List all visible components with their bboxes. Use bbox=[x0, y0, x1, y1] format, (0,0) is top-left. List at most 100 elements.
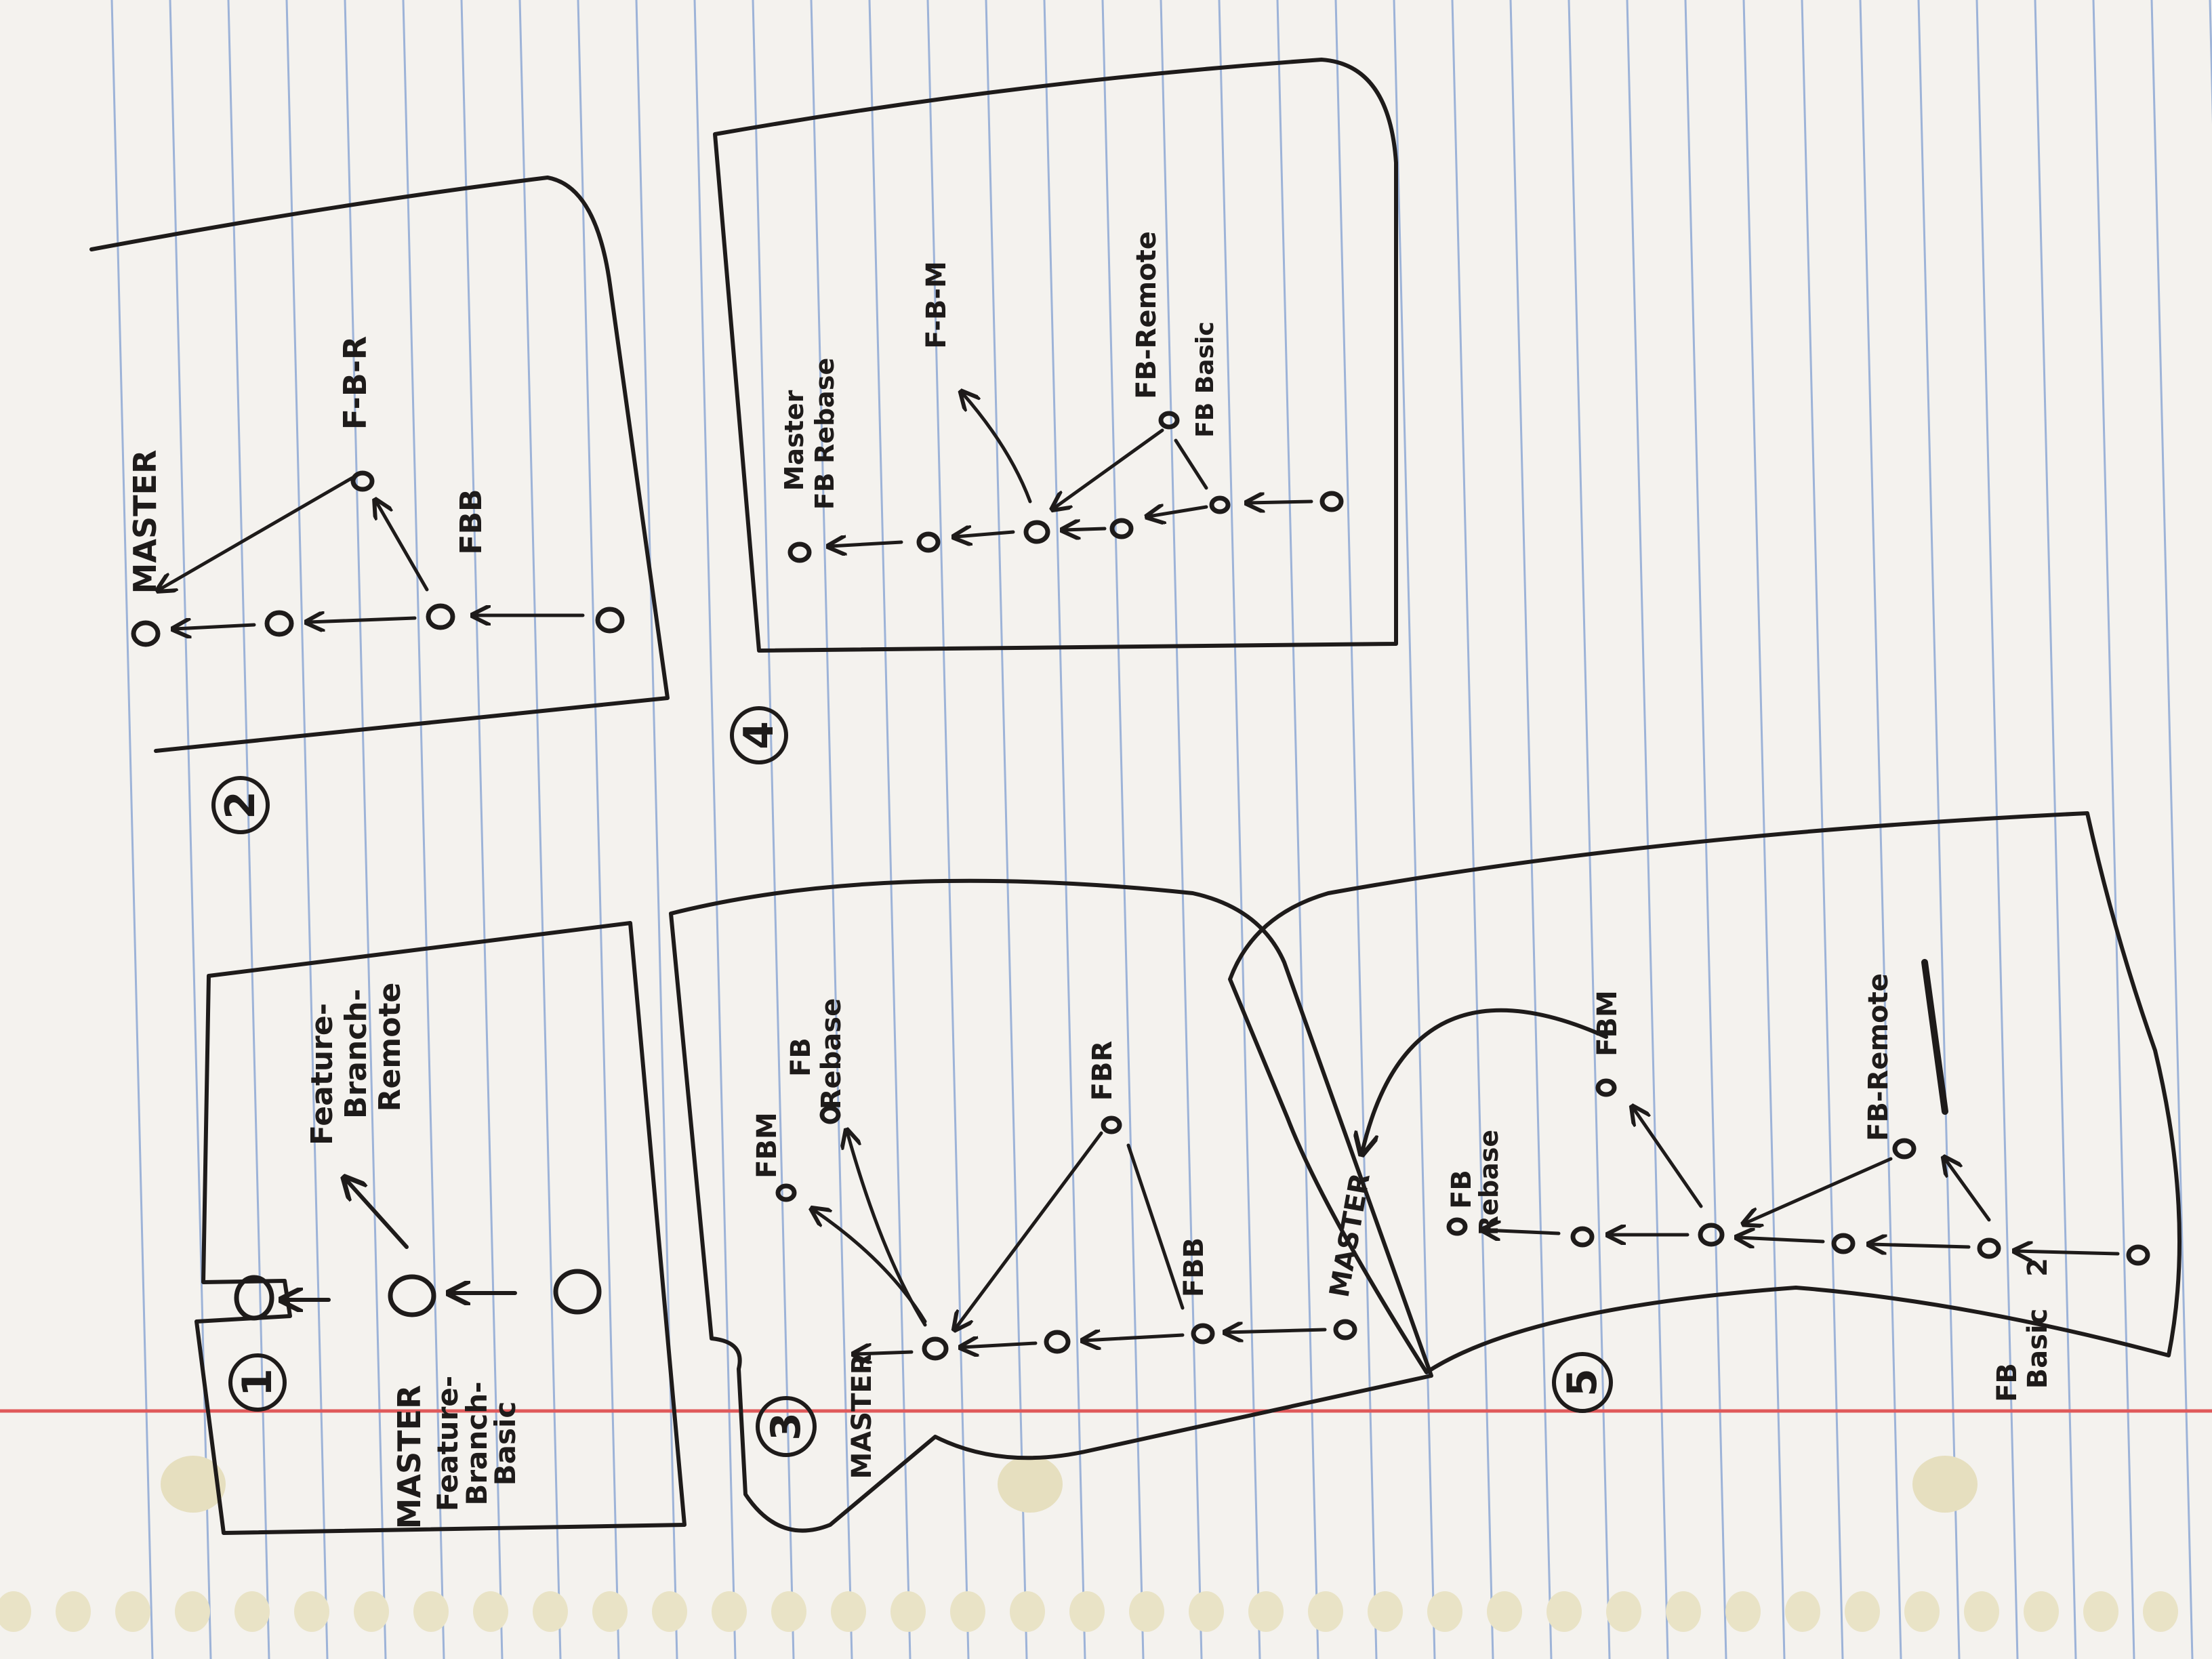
commit-arrow bbox=[308, 618, 417, 622]
label-fb-basic-2: Basic bbox=[2022, 1309, 2053, 1389]
commit-node bbox=[1977, 1237, 2001, 1259]
ruled-line bbox=[402, 0, 445, 1659]
commit-node bbox=[1209, 495, 1231, 514]
ruled-line bbox=[344, 0, 387, 1659]
ruled-line bbox=[1684, 0, 1727, 1659]
ruled-line bbox=[1101, 0, 1145, 1659]
commit-node bbox=[1595, 1078, 1617, 1097]
label-fb-rebase: FB Rebase bbox=[810, 358, 840, 510]
edge-hole bbox=[1069, 1591, 1105, 1632]
edge-hole bbox=[831, 1591, 866, 1632]
edge-hole bbox=[1785, 1591, 1820, 1632]
commit-node bbox=[595, 607, 625, 634]
commit-arrow bbox=[2016, 1251, 2120, 1254]
binder-hole bbox=[998, 1456, 1063, 1513]
edge-hole bbox=[1487, 1591, 1522, 1632]
edge-hole bbox=[652, 1591, 687, 1632]
edge-hole bbox=[1904, 1591, 1940, 1632]
ruled-line bbox=[285, 0, 329, 1659]
edge-hole bbox=[1129, 1591, 1164, 1632]
diagram-4: 4 Master FB Rebase F-B-M FB-Remote FB Ba… bbox=[713, 58, 1398, 764]
commit-node bbox=[916, 531, 941, 553]
edge-hole bbox=[1845, 1591, 1880, 1632]
merge-arrow bbox=[1054, 428, 1164, 508]
commit-arrow bbox=[1484, 1230, 1561, 1233]
ruled-line bbox=[1917, 0, 1961, 1659]
commit-node bbox=[131, 620, 161, 647]
ruled-line bbox=[1276, 0, 1319, 1659]
diagram-5-frame bbox=[1228, 811, 2182, 1374]
commit-node bbox=[2126, 1244, 2150, 1266]
label-feature-branch-remote-2: Branch- bbox=[339, 989, 373, 1119]
commit-node bbox=[1191, 1323, 1215, 1345]
branch-line bbox=[1174, 438, 1208, 490]
ruled-line bbox=[110, 0, 154, 1659]
label-fbb: FBB bbox=[454, 489, 489, 554]
label-master: MASTER bbox=[127, 450, 163, 594]
commit-node bbox=[819, 1105, 841, 1124]
label-fb-basic-3: 2 bbox=[2022, 1258, 2053, 1277]
label-master: Master bbox=[779, 390, 809, 491]
edge-hole bbox=[1308, 1591, 1343, 1632]
merge-arrow-curve bbox=[1362, 1008, 1608, 1152]
edge-hole bbox=[1248, 1591, 1284, 1632]
branch-arrow bbox=[376, 501, 429, 592]
ruled-line bbox=[1218, 0, 1261, 1659]
commit-node bbox=[1023, 520, 1050, 544]
edge-hole bbox=[592, 1591, 628, 1632]
label-fbr: F-B-R bbox=[337, 336, 373, 430]
edge-hole bbox=[1547, 1591, 1582, 1632]
binder-hole bbox=[1912, 1456, 1978, 1513]
commit-node bbox=[426, 603, 455, 630]
commit-arrow bbox=[1870, 1244, 1971, 1247]
diagram-1-number: 1 bbox=[234, 1368, 281, 1397]
merge-arrow bbox=[956, 1131, 1103, 1328]
edge-hole bbox=[115, 1591, 150, 1632]
diagram-1-number-circle bbox=[228, 1353, 287, 1412]
commit-node bbox=[388, 1274, 436, 1317]
commit-arrow bbox=[175, 625, 256, 629]
branch-arrow bbox=[1945, 1159, 1991, 1222]
commit-node bbox=[922, 1336, 949, 1361]
edge-hole bbox=[712, 1591, 747, 1632]
branch-arrow bbox=[346, 1179, 409, 1249]
commit-node bbox=[787, 541, 812, 563]
label-feature-branch-basic-2: Branch- bbox=[460, 1381, 493, 1505]
commit-node bbox=[553, 1269, 602, 1315]
ruled-line bbox=[1568, 0, 1611, 1659]
edge-hole bbox=[771, 1591, 806, 1632]
ruled-line bbox=[926, 0, 970, 1659]
edge-hole bbox=[473, 1591, 508, 1632]
label-fb-basic: FB Basic bbox=[1191, 321, 1219, 437]
ruled-line bbox=[752, 0, 795, 1659]
commit-arrow bbox=[1149, 507, 1208, 516]
ruled-line bbox=[2092, 0, 2135, 1659]
diagram-3-number: 3 bbox=[762, 1412, 810, 1441]
diagram-2-frame bbox=[89, 176, 670, 753]
commit-arrow bbox=[1227, 1330, 1327, 1332]
merge-arrow bbox=[1745, 1157, 1893, 1223]
label-fb-rebase-2: Rebase bbox=[816, 998, 847, 1110]
edge-hole bbox=[890, 1591, 926, 1632]
edge-hole bbox=[0, 1591, 31, 1632]
label-fb-rebase-2: Rebase bbox=[1474, 1130, 1504, 1235]
diagram-4-number: 4 bbox=[735, 721, 783, 750]
edge-hole bbox=[2024, 1591, 2059, 1632]
ruled-line bbox=[1160, 0, 1203, 1659]
edge-hole bbox=[1725, 1591, 1761, 1632]
label-fbm: FBM bbox=[752, 1112, 783, 1179]
label-fb-basic-1: FB bbox=[1992, 1363, 2023, 1402]
commit-arrow bbox=[962, 1343, 1038, 1347]
commit-arrow bbox=[1738, 1237, 1825, 1242]
ruled-line bbox=[1509, 0, 1553, 1659]
edge-hole bbox=[413, 1591, 449, 1632]
diagram-2-number-circle bbox=[211, 776, 270, 834]
edge-hole bbox=[2083, 1591, 2118, 1632]
label-master: MASTER bbox=[846, 1354, 878, 1479]
ruled-line bbox=[1393, 0, 1436, 1659]
diagram-3-number-circle bbox=[756, 1396, 817, 1457]
label-fb-remote: FB-Remote bbox=[1863, 973, 1894, 1141]
label-feature-branch-remote-1: Feature- bbox=[305, 1003, 340, 1145]
diagram-5-number: 5 bbox=[1559, 1368, 1606, 1397]
